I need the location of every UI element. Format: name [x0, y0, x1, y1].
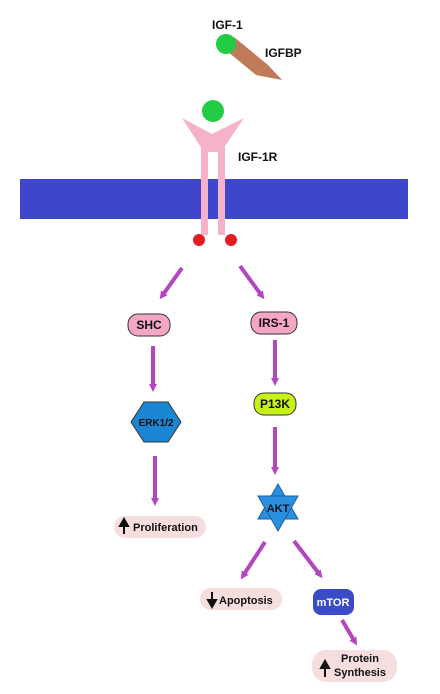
arrow-receptor-to-shc	[159, 266, 184, 300]
cell-membrane	[20, 179, 408, 219]
akt-node	[257, 482, 299, 533]
irs1-label: IRS-1	[259, 316, 290, 330]
igf1r-label: IGF-1R	[238, 150, 278, 164]
arrow-akt-to-apoptosis	[240, 540, 267, 580]
mtor-label: mTOR	[317, 597, 350, 609]
erk-node	[130, 401, 182, 443]
apoptosis-label: Apoptosis	[219, 595, 273, 607]
shc-label: SHC	[136, 318, 162, 332]
up-arrow-icon	[118, 516, 130, 534]
apoptosis-outcome	[200, 588, 282, 610]
pi3k-node	[253, 392, 297, 416]
arrow-mtor-to-protein-synthesis	[340, 618, 358, 646]
igfbp-label: IGFBP	[265, 46, 302, 60]
shc-node	[127, 313, 171, 337]
protein-synthesis-outcome	[312, 650, 397, 682]
protein-synthesis-label-line1: Protein	[341, 653, 379, 665]
irs1-node	[250, 311, 298, 335]
proliferation-label: Proliferation	[133, 522, 198, 534]
proliferation-outcome	[114, 516, 206, 538]
receptor-stalk-left	[201, 140, 208, 235]
receptor-head	[182, 118, 244, 152]
phospho-site-right	[225, 234, 237, 246]
arrow-akt-to-mtor	[292, 539, 323, 579]
arrow-receptor-to-irs1	[238, 264, 265, 300]
akt-label: AKT	[267, 503, 290, 515]
igf1-ligand-bound	[202, 100, 224, 122]
phospho-site-left	[193, 234, 205, 246]
receptor-stalk-right	[218, 140, 225, 235]
igf1r-receptor	[182, 118, 244, 235]
down-arrow-icon	[206, 592, 218, 610]
mtor-node	[313, 589, 354, 615]
pi3k-label: P13K	[260, 397, 290, 411]
up-arrow-icon	[319, 658, 331, 677]
igf1-ligand-free	[216, 34, 236, 54]
igf1-label: IGF-1	[212, 18, 243, 32]
protein-synthesis-label-line2: Synthesis	[334, 667, 386, 679]
erk-label: ERK1/2	[138, 418, 173, 429]
igfbp-arrowhead	[256, 65, 282, 80]
